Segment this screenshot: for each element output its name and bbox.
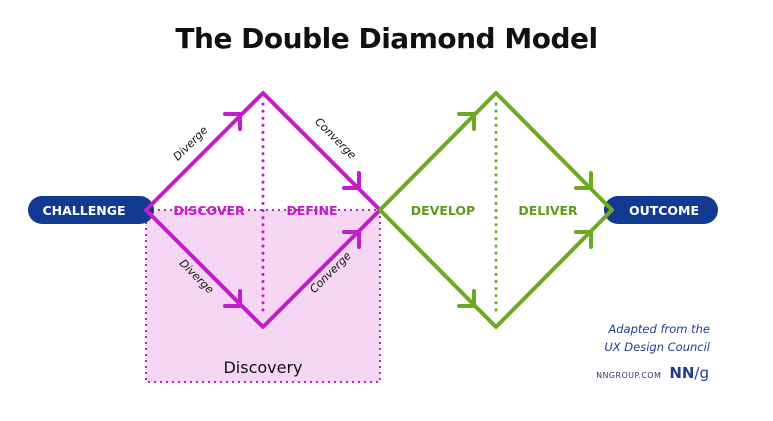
brand-logo-suffix: /g xyxy=(694,364,709,382)
second-diamond xyxy=(378,91,614,329)
arrow-icon xyxy=(342,171,361,190)
challenge-label: CHALLENGE xyxy=(42,203,125,218)
credit-note: Adapted from the UX Design Council xyxy=(604,320,710,356)
phase-discover: DISCOVER xyxy=(173,203,245,218)
arrow-icon xyxy=(457,289,476,308)
credit-line-1: Adapted from the xyxy=(608,322,710,336)
arrow-icon xyxy=(574,230,593,249)
outcome-label: OUTCOME xyxy=(629,203,699,218)
outcome-terminal: OUTCOME xyxy=(604,196,718,224)
phase-deliver: DELIVER xyxy=(518,203,578,218)
challenge-terminal: CHALLENGE xyxy=(28,196,154,224)
brand-footer: NNGROUP.COM NN/g xyxy=(596,364,709,382)
phase-define: DEFINE xyxy=(286,203,337,218)
arrow-icon xyxy=(574,171,593,190)
second-diamond-outline xyxy=(378,91,614,329)
diverge-top-label: Diverge xyxy=(171,124,211,164)
brand-url: NNGROUP.COM xyxy=(596,371,662,380)
converge-top-label: Converge xyxy=(312,115,359,162)
arrow-icon xyxy=(223,112,242,131)
phase-develop: DEVELOP xyxy=(411,203,475,218)
arrow-icon xyxy=(342,230,361,249)
arrow-icon xyxy=(223,289,242,308)
nng-logo: NN/g xyxy=(669,364,709,382)
page-title: The Double Diamond Model xyxy=(175,22,598,55)
arrow-icon xyxy=(457,112,476,131)
credit-line-2: UX Design Council xyxy=(604,340,710,354)
brand-logo-text: NN xyxy=(669,364,695,382)
discovery-region-label: Discovery xyxy=(223,358,302,377)
